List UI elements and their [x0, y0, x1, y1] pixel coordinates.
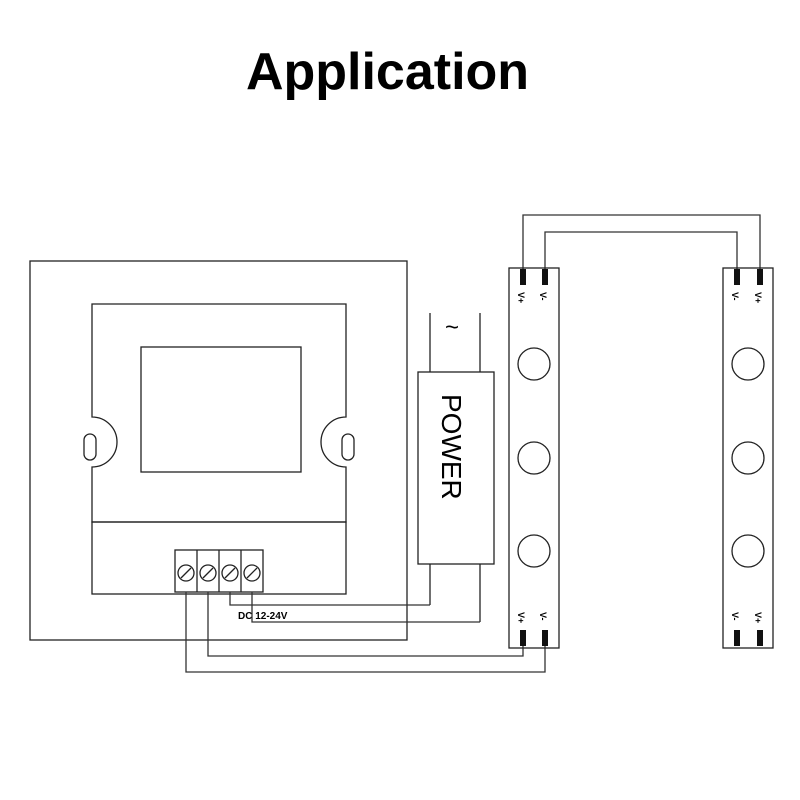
strip1-bottom-pin-2	[542, 630, 548, 646]
output-wire-2	[185, 592, 546, 673]
strip2-bottom-pin-label-2: V+	[753, 612, 763, 623]
strip2-top-pin-label-1: V-	[730, 292, 740, 301]
power-supply-box	[417, 371, 495, 565]
strip1-led-1	[517, 347, 551, 381]
strip1-bottom-pin-1	[520, 630, 526, 646]
terminal-screw-1	[177, 564, 195, 582]
dc-voltage-label: DC 12-24V	[238, 611, 288, 622]
link-wire-outer	[522, 214, 761, 270]
controller-lower-box	[91, 521, 347, 595]
strip2-top-pin-2	[757, 269, 763, 285]
dc-wire-positive	[251, 592, 480, 623]
led-strip-2-body	[722, 267, 774, 649]
strip2-top-pin-label-2: V+	[753, 292, 763, 303]
controller-inner-frame	[91, 303, 347, 523]
terminal-screw-3	[221, 564, 239, 582]
strip2-led-2	[731, 441, 765, 475]
strip2-bottom-pin-label-1: V-	[730, 612, 740, 621]
strip1-top-pin-label-1: V+	[516, 292, 526, 303]
strip1-led-2	[517, 441, 551, 475]
link-wire-inner	[544, 231, 738, 270]
controller-outer-plate	[29, 260, 408, 641]
strip2-bottom-pin-1	[734, 630, 740, 646]
strip2-top-pin-1	[734, 269, 740, 285]
strip2-bottom-pin-2	[757, 630, 763, 646]
led-strip-1-body	[508, 267, 560, 649]
ac-input-symbol: ~	[445, 314, 459, 341]
led-strip-1: V+ V- V+ V-	[508, 267, 560, 649]
terminal-screw-4	[243, 564, 261, 582]
strip1-bottom-pin-label-1: V+	[516, 612, 526, 623]
power-supply: ~ POWER	[417, 313, 495, 622]
strip1-top-pin-2	[542, 269, 548, 285]
led-strip-2: V- V+ V- V+	[722, 267, 774, 649]
strip2-led-3	[731, 534, 765, 568]
terminal-screw-2	[199, 564, 217, 582]
strip1-led-3	[517, 534, 551, 568]
terminal-block	[174, 549, 264, 593]
wires	[185, 214, 761, 673]
left-mounting-slot	[83, 433, 97, 461]
strip1-top-pin-label-2: V-	[538, 292, 548, 301]
output-wire-1	[207, 592, 524, 657]
right-mounting-slot	[341, 433, 355, 461]
strip1-top-pin-1	[520, 269, 526, 285]
strip1-bottom-pin-label-2: V-	[538, 612, 548, 621]
strip2-led-1	[731, 347, 765, 381]
controller-display-window	[140, 346, 302, 473]
power-label: POWER	[436, 394, 467, 500]
dc-wire-negative	[229, 592, 430, 606]
page-title: Application	[245, 43, 530, 101]
controller-panel	[29, 260, 408, 641]
